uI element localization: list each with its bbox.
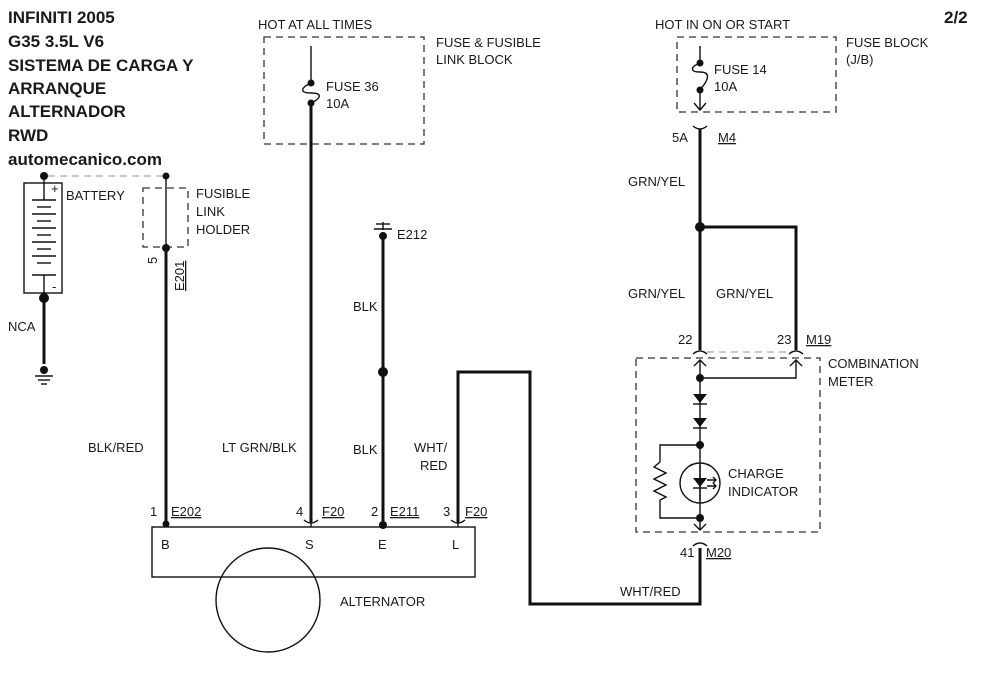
terminal-label: S [305, 537, 314, 552]
component-label: METER [828, 374, 874, 389]
ground-label: E212 [397, 227, 427, 242]
connector-label: M19 [806, 332, 831, 347]
supply-label: HOT AT ALL TIMES [258, 17, 372, 32]
fuse-name: FUSE 14 [714, 62, 767, 77]
supply-label: HOT IN ON OR START [655, 17, 790, 32]
component-label: LINK BLOCK [436, 52, 513, 67]
connector-label: F20 [465, 504, 487, 519]
fuse-icon [302, 79, 320, 107]
component-label: FUSE & FUSIBLE [436, 35, 541, 50]
wire-color-label: BLK [353, 442, 378, 457]
pin-label: 2 [371, 504, 378, 519]
pin-label: 5 [145, 257, 160, 264]
alternator-label: ALTERNATOR [340, 594, 425, 609]
component-label: CHARGE [728, 466, 784, 481]
diode-icon [693, 418, 707, 429]
connector-label: E211 [390, 504, 419, 519]
fuse-block-jb [676, 36, 837, 113]
terminal-label: E [378, 537, 387, 552]
title-line: ARRANQUE [8, 79, 106, 98]
fuse-name: FUSE 36 [326, 79, 379, 94]
title-line: RWD [8, 126, 48, 145]
combination-meter [635, 357, 821, 533]
connector-label: E201 [172, 261, 187, 291]
title-line: G35 3.5L V6 [8, 32, 104, 51]
title-line: INFINITI 2005 [8, 8, 115, 27]
wire-color-label: RED [420, 458, 447, 473]
wire-color-label: NCA [8, 319, 36, 334]
terminal-label: B [161, 537, 170, 552]
charge-indicator-lamp-icon [679, 462, 721, 504]
fuse-rating: 10A [326, 96, 349, 111]
title-line: SISTEMA DE CARGA Y [8, 56, 194, 75]
component-label: INDICATOR [728, 484, 798, 499]
connector-icon [692, 542, 708, 547]
component-label: FUSE BLOCK [846, 35, 929, 50]
fuse-rating: 10A [714, 79, 737, 94]
wire-color-label: WHT/ [414, 440, 448, 455]
connector-label: M20 [706, 545, 731, 560]
pin-label: 22 [678, 332, 692, 347]
pin-label: 1 [150, 504, 157, 519]
connector-label: F20 [322, 504, 344, 519]
svg-text:-: - [52, 279, 56, 294]
wire-color-label: WHT/RED [620, 584, 681, 599]
title-line: ALTERNADOR [8, 102, 126, 121]
ground-icon [35, 366, 53, 385]
fuse-fusible-link-block [263, 36, 425, 145]
wire-color-label: LT GRN/BLK [222, 440, 297, 455]
battery-label: BATTERY [66, 188, 125, 203]
component-label: HOLDER [196, 222, 250, 237]
pin-label: 3 [443, 504, 450, 519]
pin-label: 41 [680, 545, 694, 560]
connector-label: M4 [718, 130, 736, 145]
component-label: (J/B) [846, 52, 873, 67]
wire-color-label: BLK/RED [88, 440, 144, 455]
svg-text:+: + [51, 181, 59, 196]
component-label: FUSIBLE [196, 186, 251, 201]
pin-label: 4 [296, 504, 303, 519]
connector-label: E202 [171, 504, 201, 519]
page-number: 2/2 [944, 8, 968, 27]
wire-color-label: BLK [353, 299, 378, 314]
diagram-title: INFINITI 2005 G35 3.5L V6 SISTEMA DE CAR… [8, 8, 194, 169]
pin-label: 5A [672, 130, 688, 145]
component-label: LINK [196, 204, 225, 219]
wire-color-label: GRN/YEL [716, 286, 773, 301]
alternator-symbol [215, 547, 321, 653]
connector-icon [692, 125, 708, 130]
resistor-icon [652, 461, 700, 519]
pin-label: 23 [777, 332, 791, 347]
wire-color-label: GRN/YEL [628, 174, 685, 189]
alternator-terminal-block [151, 526, 476, 578]
website-label: automecanico.com [8, 150, 162, 169]
component-label: COMBINATION [828, 356, 919, 371]
diode-icon [693, 394, 707, 405]
terminal-label: L [452, 537, 459, 552]
battery: + - [23, 172, 63, 303]
fuse-icon [691, 59, 709, 112]
wire-color-label: GRN/YEL [628, 286, 685, 301]
